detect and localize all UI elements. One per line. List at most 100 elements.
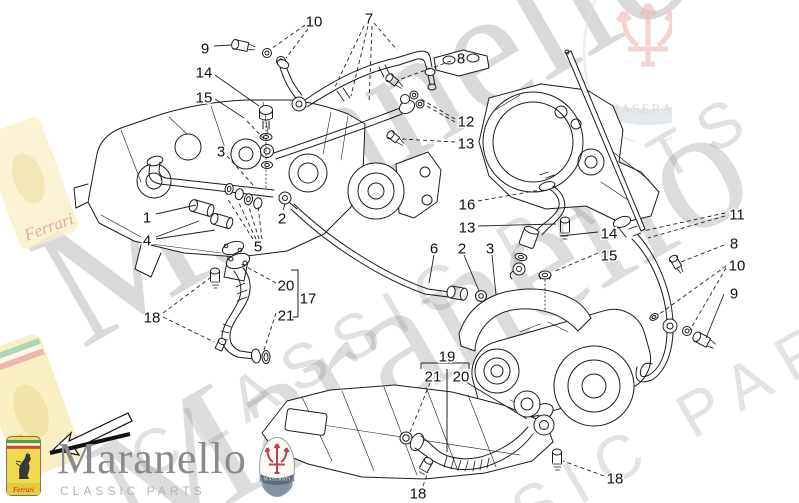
- engine-block-top-left: [73, 99, 366, 282]
- callout-5[interactable]: 5: [252, 237, 263, 257]
- banjo-bolt-14-stack: [259, 105, 274, 189]
- leader-line-20-bottom: [465, 381, 528, 420]
- trident-icon: [264, 443, 290, 474]
- oil-feed-hose-top: [231, 38, 490, 112]
- leader-line-10-top: [285, 28, 309, 59]
- leader-line-21-left: [263, 312, 277, 351]
- leader-line-14-mid: [559, 231, 599, 237]
- ferrari-shield-logo: Ferrari: [6, 436, 41, 496]
- maserati-watermark-text: MASERATI: [607, 101, 672, 116]
- callout-2-left[interactable]: 2: [276, 209, 287, 229]
- callout-15-mid[interactable]: 15: [599, 246, 619, 266]
- callout-13-mid[interactable]: 13: [457, 218, 477, 238]
- maranello-wordmark: Maranello: [57, 434, 247, 483]
- maserati-badge-logo: MASERATI: [259, 437, 295, 497]
- bolt-18-bottom: [418, 456, 434, 476]
- bolt-13-mid: [560, 216, 570, 240]
- leader-line-15-left: [214, 98, 245, 119]
- leader-line-10-top: [270, 24, 306, 50]
- leader-line-5: [247, 203, 260, 240]
- dipstick-rod: [564, 49, 646, 232]
- callout-8-top[interactable]: 8: [455, 49, 466, 69]
- callout-21-bottom[interactable]: 21: [423, 367, 443, 387]
- callout-20-bottom[interactable]: 20: [451, 367, 471, 387]
- callout-17[interactable]: 17: [298, 289, 318, 309]
- callout-1[interactable]: 1: [141, 208, 152, 228]
- callout-13-top[interactable]: 13: [456, 134, 476, 154]
- bolt-18-left-bottom: [214, 337, 227, 352]
- callout-9-top[interactable]: 9: [199, 39, 210, 59]
- leader-line-4: [155, 220, 200, 238]
- callout-6[interactable]: 6: [428, 239, 439, 259]
- oil-pipe-17-assembly: [210, 240, 271, 364]
- callout-19[interactable]: 19: [437, 347, 457, 367]
- maserati-badge-text: MASERATI: [263, 478, 290, 483]
- leader-line-6: [428, 254, 435, 284]
- leader-line-12: [418, 97, 456, 120]
- leader-line-18-right: [562, 460, 605, 477]
- leader-line-7: [333, 25, 365, 90]
- leader-line-16: [477, 189, 541, 202]
- leader-line-7: [368, 25, 373, 104]
- leader-line-13-top: [401, 138, 456, 143]
- leader-line-11: [642, 212, 726, 232]
- callout-18-left[interactable]: 18: [142, 308, 162, 328]
- callout-14-left[interactable]: 14: [194, 63, 214, 83]
- leader-line-18-bottom: [422, 471, 429, 487]
- leader-line-7: [373, 22, 398, 51]
- heat-shield: [458, 288, 592, 352]
- callout-16[interactable]: 16: [457, 195, 477, 215]
- leader-line-9-right: [705, 293, 725, 339]
- callout-18-bottom[interactable]: 18: [408, 484, 428, 503]
- leader-line-21-bottom: [409, 382, 431, 433]
- prancing-horse-icon: [15, 452, 31, 480]
- leader-line-5: [226, 197, 254, 240]
- callout-14-mid[interactable]: 14: [599, 224, 619, 244]
- bolt-8-right: [668, 254, 684, 274]
- callout-10-top[interactable]: 10: [304, 12, 324, 32]
- leader-line-2-mid: [463, 254, 480, 292]
- callout-21-left[interactable]: 21: [276, 306, 296, 326]
- callout-7[interactable]: 7: [363, 9, 374, 29]
- leader-line-5: [237, 200, 257, 240]
- leader-line-4: [155, 229, 216, 240]
- leader-line-12: [424, 104, 456, 123]
- callout-10-right[interactable]: 10: [727, 256, 747, 276]
- bolt-18-right: [552, 448, 563, 471]
- direction-arrow-icon: [49, 412, 133, 456]
- callout-8-right[interactable]: 8: [728, 234, 739, 254]
- leader-line-8-right: [680, 244, 725, 263]
- bracket-19: [420, 357, 470, 452]
- bolt-8-top: [385, 73, 404, 89]
- callout-3-mid[interactable]: 3: [484, 239, 495, 259]
- leader-line-14-left: [214, 74, 260, 107]
- leader-line-1: [155, 204, 197, 215]
- callout-11[interactable]: 11: [728, 205, 747, 225]
- bolt-13-top: [386, 130, 405, 146]
- oil-pipe-1: [146, 155, 298, 230]
- callout-20-left[interactable]: 20: [276, 276, 296, 296]
- turbocharger-top-left: [347, 151, 442, 220]
- leader-line-7: [350, 25, 369, 97]
- callout-18-right[interactable]: 18: [605, 469, 625, 489]
- bolt-18-left-top: [210, 267, 221, 289]
- bolt-4b: [210, 212, 234, 230]
- callout-12[interactable]: 12: [456, 112, 476, 132]
- oil-feed-pipe-12: [273, 90, 425, 160]
- callout-15-left[interactable]: 15: [194, 88, 214, 108]
- callout-9-right[interactable]: 9: [728, 284, 739, 304]
- oil-return-pipe-16: [509, 171, 570, 313]
- leader-line-15-mid: [552, 252, 599, 273]
- callout-3-left[interactable]: 3: [215, 142, 226, 162]
- callout-4[interactable]: 4: [141, 231, 152, 251]
- leader-line-18-left: [162, 277, 211, 314]
- callout-2-mid[interactable]: 2: [456, 239, 467, 259]
- oil-drain-pipe-19: [399, 426, 534, 476]
- bracket-17: [291, 269, 299, 318]
- bolt-9-right: [692, 331, 716, 349]
- leader-line-18-left: [162, 316, 215, 343]
